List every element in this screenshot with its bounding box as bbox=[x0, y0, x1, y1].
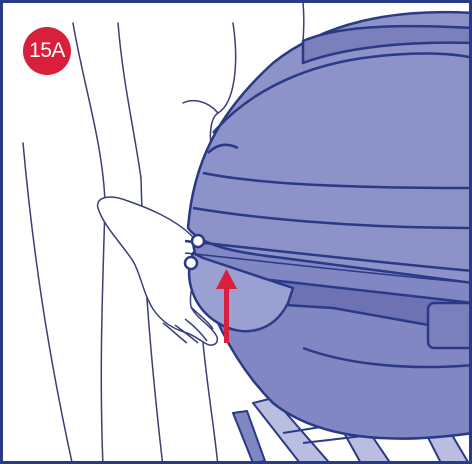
carrycot-hood bbox=[188, 12, 472, 283]
step-badge: 15A bbox=[23, 27, 71, 75]
step-label: 15A bbox=[29, 39, 65, 63]
carrycot-illustration bbox=[3, 3, 472, 464]
